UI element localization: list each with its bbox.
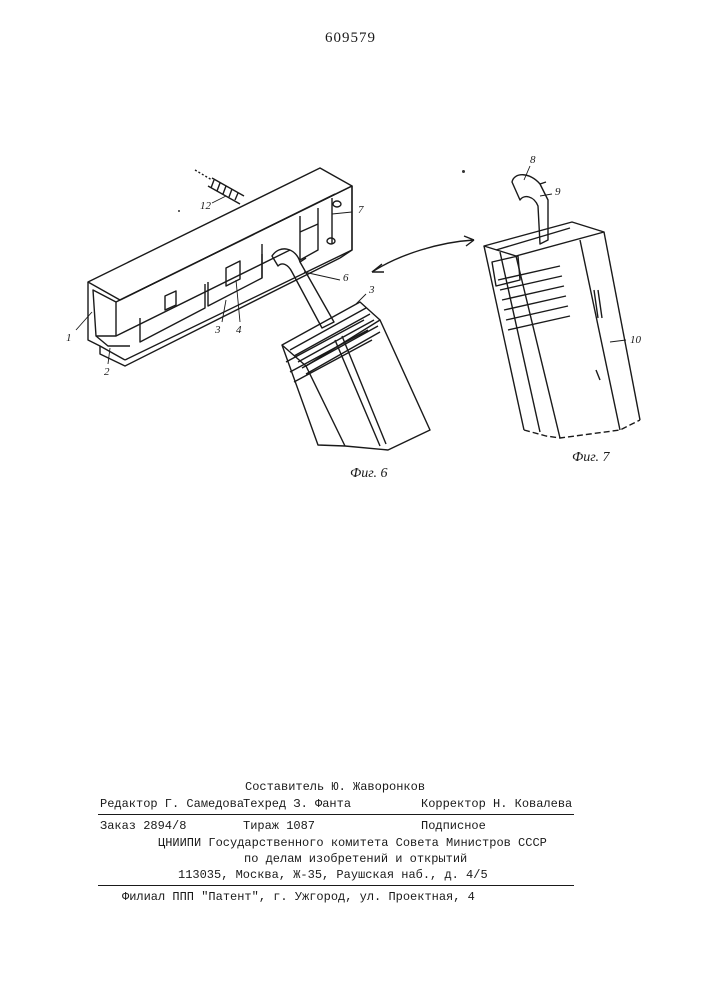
imprint-divider (98, 885, 574, 886)
figure-7-drawing (484, 175, 640, 438)
connector-arrow (372, 240, 474, 272)
imprint-branch: Филиал ППП "Патент", г. Ужгород, ул. Про… (122, 890, 475, 904)
imprint-circulation: Тираж 1087 (243, 819, 315, 833)
callout-number: 10 (630, 334, 641, 346)
callout-number: 1 (66, 332, 72, 344)
callout-number: 3 (369, 284, 375, 296)
callout-number: 6 (343, 272, 349, 284)
scan-speck (178, 210, 180, 212)
callout-number: 7 (358, 204, 364, 216)
imprint-order: Заказ 2894/8 (100, 819, 186, 833)
scan-speck (462, 170, 465, 173)
figure-7-label: Фиг. 7 (572, 450, 610, 466)
imprint-corrector: Корректор Н. Ковалева (421, 797, 572, 811)
callout-number: 12 (200, 200, 211, 212)
imprint-techred: Техред З. Фанта (243, 797, 351, 811)
imprint-editor: Редактор Г. Самедова (100, 797, 244, 811)
imprint-organization: ЦНИИПИ Государственного комитета Совета … (158, 836, 547, 850)
callout-number: 3 (215, 324, 221, 336)
technical-drawings (0, 0, 707, 520)
imprint-address: 113035, Москва, Ж-35, Раушская наб., д. … (178, 868, 488, 882)
callout-number: 4 (236, 324, 242, 336)
callout-number: 9 (555, 186, 561, 198)
callout-number: 2 (104, 366, 110, 378)
imprint-compiler: Составитель Ю. Жаворонков (245, 780, 425, 794)
figure-6-drawing (88, 168, 430, 450)
callout-number: 8 (530, 154, 536, 166)
imprint-divider (98, 814, 574, 815)
imprint-subscription: Подписное (421, 819, 486, 833)
imprint-organization-dept: по делам изобретений и открытий (244, 852, 467, 866)
figure-6-label: Фиг. 6 (350, 466, 388, 482)
